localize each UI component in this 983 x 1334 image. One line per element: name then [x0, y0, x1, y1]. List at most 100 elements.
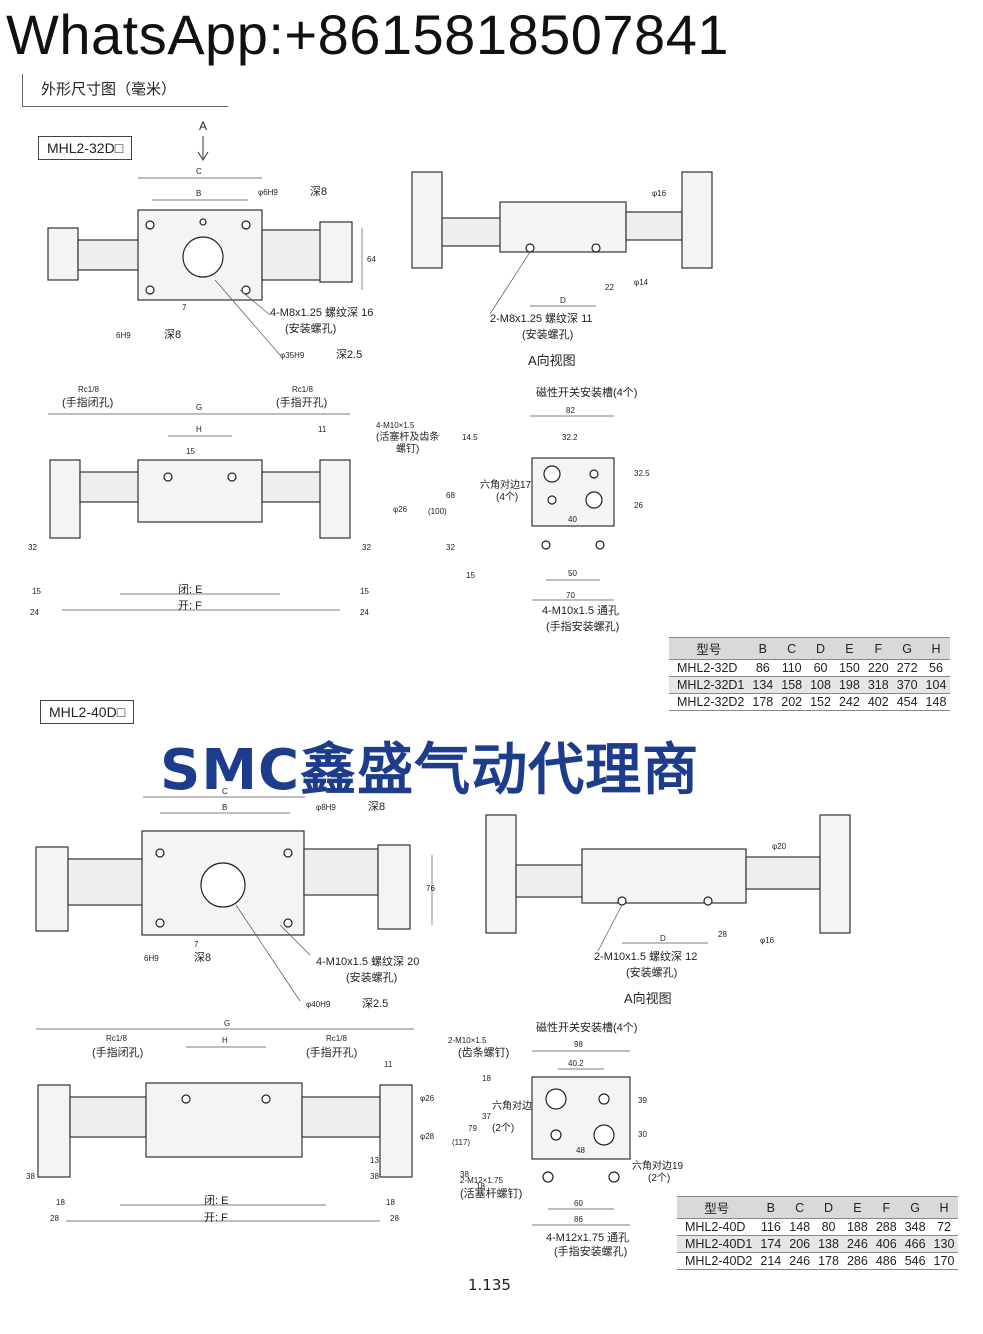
svg-text:24: 24: [360, 608, 369, 617]
svg-text:18: 18: [386, 1198, 395, 1207]
svg-text:40: 40: [568, 515, 577, 524]
svg-text:(手指安装螺孔): (手指安装螺孔): [546, 619, 619, 633]
svg-text:82: 82: [566, 406, 575, 415]
svg-text:螺钉): 螺钉): [396, 443, 419, 455]
dim-c: C: [196, 167, 202, 176]
svg-text:76: 76: [426, 884, 435, 893]
model-label-32: MHL2-32D□: [38, 136, 133, 160]
svg-text:2-M10×1.5: 2-M10×1.5: [448, 1036, 487, 1045]
svg-text:(100): (100): [428, 507, 447, 516]
svg-text:18: 18: [56, 1198, 65, 1207]
open-label: 开: F: [178, 600, 202, 612]
svg-text:D: D: [660, 934, 666, 943]
svg-text:98: 98: [574, 1040, 583, 1049]
side-view-32: φ16 φ14 D 22 2-M8x1.25 螺纹深 11 (安装螺孔) A向视…: [411, 171, 713, 368]
drawing-mhl2-40: C B φ8H9 深8 76 7 6H9 深8 4-M10x1.5 螺纹深 20…: [26, 787, 851, 1258]
svg-text:4-M10x1.5 螺纹深 20: 4-M10x1.5 螺纹深 20: [316, 954, 419, 968]
svg-text:深8: 深8: [368, 800, 385, 813]
model-label-40: MHL2-40D□: [40, 700, 135, 724]
svg-text:(活塞杆及齿条: (活塞杆及齿条: [376, 430, 439, 443]
svg-text:φ16: φ16: [652, 189, 667, 198]
svg-text:32: 32: [28, 543, 37, 552]
svg-text:28: 28: [390, 1214, 399, 1223]
front-view-32: Rc1/8 (手指闭孔) Rc1/8 (手指开孔) G H 11 4-M10×1…: [28, 385, 439, 617]
top-view-40: C B φ8H9 深8 76 7 6H9 深8 4-M10x1.5 螺纹深 20…: [35, 787, 435, 1010]
side-right-finger: [681, 171, 713, 269]
svg-text:11: 11: [318, 425, 327, 434]
svg-text:磁性开关安装槽(4个): 磁性开关安装槽(4个): [536, 1020, 637, 1034]
top-view-32: C B φ6H9 深8 64 7 6H9 深8 4-M8x1.25 螺纹深 16…: [47, 167, 376, 361]
svg-text:50: 50: [568, 569, 577, 578]
svg-text:φ8H9: φ8H9: [316, 803, 336, 812]
svg-text:18: 18: [482, 1074, 491, 1083]
svg-text:38: 38: [460, 1170, 469, 1179]
svg-text:Rc1/8: Rc1/8: [106, 1034, 127, 1043]
side-left-finger: [411, 171, 443, 269]
svg-text:深2.5: 深2.5: [362, 997, 388, 1010]
close-label: 闭: E: [178, 583, 202, 596]
svg-text:(手指安装螺孔): (手指安装螺孔): [554, 1244, 627, 1258]
svg-text:14.5: 14.5: [462, 433, 478, 442]
svg-text:φ14: φ14: [634, 278, 649, 287]
header-title: 外形尺寸图（毫米）: [41, 80, 177, 98]
svg-text:(2个): (2个): [648, 1172, 670, 1184]
svg-text:深2.5: 深2.5: [336, 348, 362, 361]
left-finger: [47, 227, 79, 281]
right-finger: [319, 221, 353, 283]
svg-text:(安装螺孔): (安装螺孔): [285, 321, 336, 335]
dim-b: B: [196, 189, 201, 198]
svg-text:开: F: 开: F: [204, 1212, 228, 1224]
svg-text:37: 37: [482, 1112, 491, 1121]
svg-text:2-M10x1.5 螺纹深 12: 2-M10x1.5 螺纹深 12: [594, 949, 697, 963]
svg-text:40.2: 40.2: [568, 1059, 584, 1068]
whatsapp-watermark: WhatsApp:+8615818507841: [6, 3, 729, 66]
svg-text:(手指开孔): (手指开孔): [276, 395, 327, 409]
svg-text:6H9: 6H9: [144, 954, 159, 963]
drawing-mhl2-32: A C B φ6H9 深8 64 7 6H9 深8 4-M8x1.25 螺纹深 …: [28, 119, 713, 633]
svg-text:(2个): (2个): [492, 1122, 514, 1134]
svg-text:φ35H9: φ35H9: [280, 351, 305, 360]
svg-text:4-M10x1.5 通孔: 4-M10x1.5 通孔: [542, 604, 619, 617]
svg-text:2-M8x1.25 螺纹深 11: 2-M8x1.25 螺纹深 11: [490, 311, 593, 325]
svg-text:G: G: [196, 403, 202, 412]
svg-text:68: 68: [446, 491, 455, 500]
svg-text:φ40H9: φ40H9: [306, 1000, 331, 1009]
svg-text:(安装螺孔): (安装螺孔): [346, 970, 397, 984]
svg-text:48: 48: [576, 1146, 585, 1155]
svg-text:15: 15: [32, 587, 41, 596]
svg-text:22: 22: [605, 283, 614, 292]
svg-text:13: 13: [370, 1156, 379, 1165]
hole-top: φ6H9: [258, 188, 278, 197]
section-header: 外形尺寸图（毫米）: [22, 74, 228, 107]
svg-text:Rc1/8: Rc1/8: [326, 1034, 347, 1043]
svg-text:86: 86: [574, 1215, 583, 1224]
svg-text:深8: 深8: [164, 328, 181, 341]
svg-text:G: G: [224, 1019, 230, 1028]
svg-text:H: H: [222, 1036, 228, 1045]
svg-text:(安装螺孔): (安装螺孔): [522, 327, 573, 341]
svg-text:闭: E: 闭: E: [204, 1194, 228, 1207]
svg-text:7: 7: [194, 940, 199, 949]
svg-text:60: 60: [574, 1199, 583, 1208]
svg-text:(手指闭孔): (手指闭孔): [92, 1045, 143, 1059]
svg-text:32: 32: [362, 543, 371, 552]
svg-text:(手指闭孔): (手指闭孔): [62, 395, 113, 409]
svg-text:6H9: 6H9: [116, 331, 131, 340]
page-number: 1.135: [468, 1276, 511, 1294]
svg-text:11: 11: [384, 1060, 393, 1069]
svg-text:28: 28: [718, 930, 727, 939]
svg-text:4-M12x1.75 通孔: 4-M12x1.75 通孔: [546, 1231, 629, 1244]
svg-text:24: 24: [30, 608, 39, 617]
brand-banner: SMC鑫盛气动代理商: [160, 738, 700, 803]
svg-text:Rc1/8: Rc1/8: [292, 385, 313, 394]
svg-text:15: 15: [360, 587, 369, 596]
svg-text:B: B: [222, 803, 227, 812]
thread-label: 4-M8x1.25 螺纹深 16: [270, 305, 373, 319]
svg-text:六角对边19: 六角对边19: [632, 1159, 684, 1172]
svg-text:A向视图: A向视图: [624, 991, 672, 1006]
